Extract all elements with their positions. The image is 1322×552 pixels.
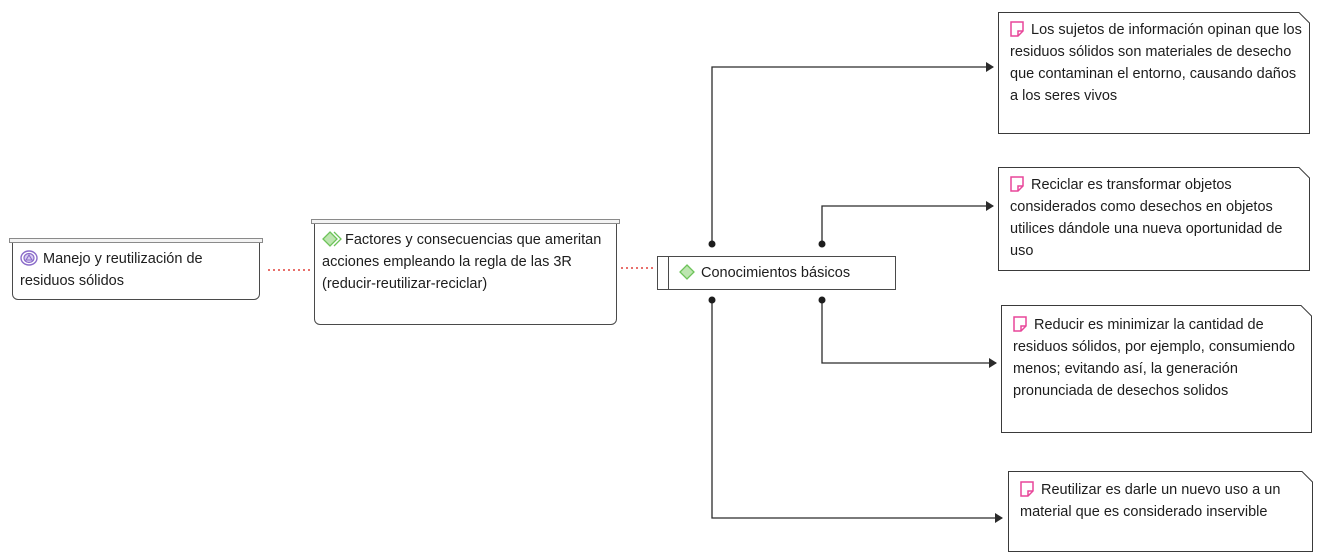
code-diamond-icon [678,264,696,280]
connector-dot [818,240,826,248]
connector-dot [818,296,826,304]
core-node[interactable]: Conocimientos básicos [657,256,896,290]
memo-frame [998,167,1310,271]
category-node[interactable]: Manejo y reutilización de residuos sólid… [9,238,263,300]
memo-node[interactable]: Los sujetos de información opinan que lo… [998,12,1310,134]
connector-memo-2 [821,201,994,244]
connector-memo-3 [821,300,997,368]
connector-dot [708,296,716,304]
memo-frame [1001,305,1312,433]
memo-text: Reciclar es transformar objetos consider… [1010,177,1283,259]
connector-memo-1 [711,62,994,244]
connector-memo-4 [711,300,1003,523]
memo-text: Reutilizar es darle un nuevo uso a un ma… [1020,482,1281,520]
memo-node[interactable]: Reutilizar es darle un nuevo uso a un ma… [1008,471,1313,552]
category-label: Manejo y reutilización de residuos sólid… [20,251,203,289]
memo-node[interactable]: Reciclar es transformar objetos consider… [998,167,1310,271]
memo-text: Reducir es minimizar la cantidad de resi… [1013,317,1296,399]
core-label: Conocimientos básicos [701,265,851,281]
category-icon [20,250,38,266]
memo-text: Los sujetos de información opinan que lo… [1010,22,1302,104]
memo-icon [1010,21,1024,37]
subcategory-label: Factores y consecuencias que ameritan ac… [322,232,602,292]
connector-dot [708,240,716,248]
memo-frame [1008,471,1313,552]
memo-node[interactable]: Reducir es minimizar la cantidad de resi… [1001,305,1312,433]
memo-icon [1020,481,1034,497]
memo-icon [1010,176,1024,192]
memo-frame [998,12,1310,134]
memo-icon [1013,316,1027,332]
subcategory-node[interactable]: Factores y consecuencias que ameritan ac… [311,219,620,325]
code-diamond-icon [322,231,342,247]
